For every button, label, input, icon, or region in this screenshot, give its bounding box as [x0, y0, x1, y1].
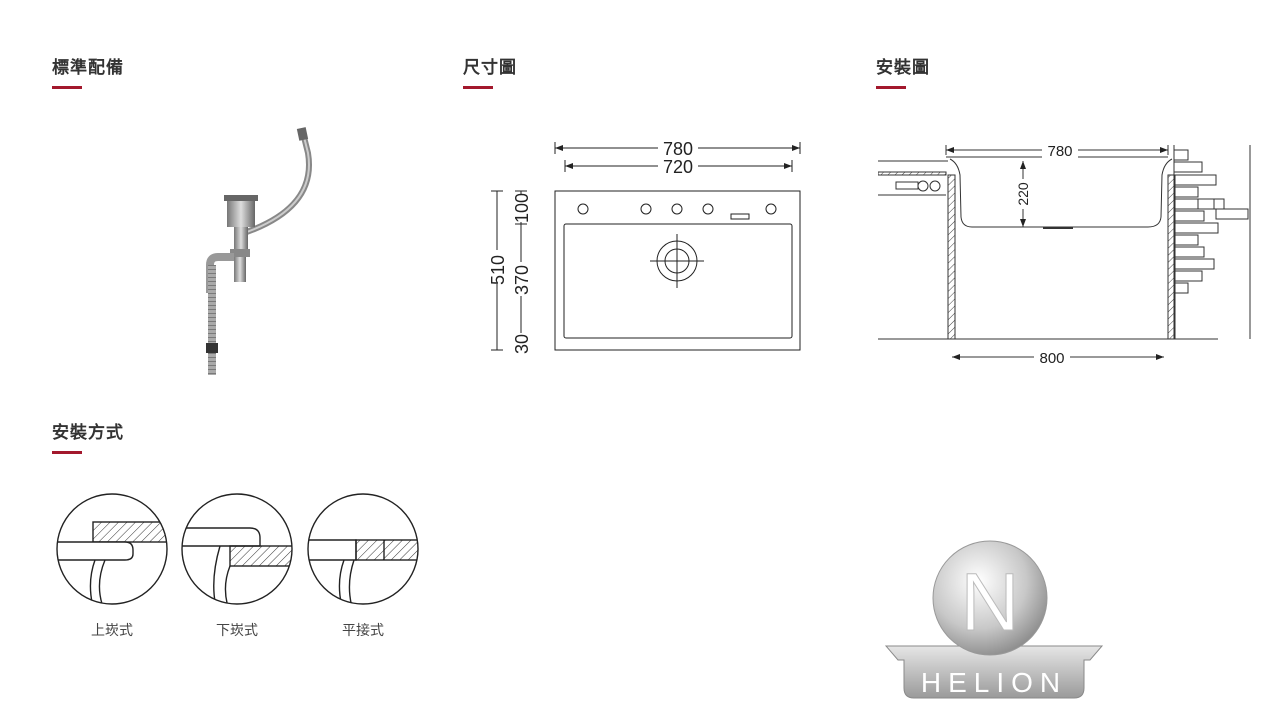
- title-underline: [463, 86, 493, 89]
- front-depth-label: 30: [512, 334, 532, 354]
- logo-text: HELION: [921, 667, 1067, 698]
- installation-drawing-title: 安裝圖: [876, 58, 930, 77]
- cabinet-width-label: 800: [1039, 350, 1064, 367]
- bowl-height-label: 220: [1015, 182, 1031, 206]
- sink-width-label: 780: [1047, 143, 1072, 160]
- top-depth-label: 100: [512, 193, 532, 223]
- top-mount-diagram: [56, 493, 168, 605]
- title-underline: [52, 451, 82, 454]
- overall-depth-label: 510: [488, 255, 508, 285]
- helion-logo: N HELION: [884, 540, 1104, 699]
- installation-methods-title: 安裝方式: [52, 423, 124, 442]
- overall-width-label: 780: [663, 139, 693, 159]
- sink-installation-drawing: 780 220 800: [878, 141, 1251, 367]
- title-underline: [876, 86, 906, 89]
- title-underline: [52, 86, 82, 89]
- method-label: 下崁式: [216, 622, 258, 638]
- standard-accessories-title: 標準配備: [52, 58, 124, 77]
- drain-kit-image: [206, 127, 312, 375]
- bowl-depth-label: 370: [512, 265, 532, 295]
- logo-letter: N: [960, 557, 1019, 648]
- method-label: 平接式: [342, 622, 384, 638]
- bowl-width-label: 720: [663, 157, 693, 177]
- method-label: 上崁式: [91, 622, 133, 638]
- flush-mount-diagram: [307, 493, 419, 605]
- sink-dimension-drawing: 780 720 510 100 370 30: [488, 138, 801, 355]
- dimension-drawing-title: 尺寸圖: [463, 58, 517, 77]
- undermount-diagram: [181, 493, 293, 605]
